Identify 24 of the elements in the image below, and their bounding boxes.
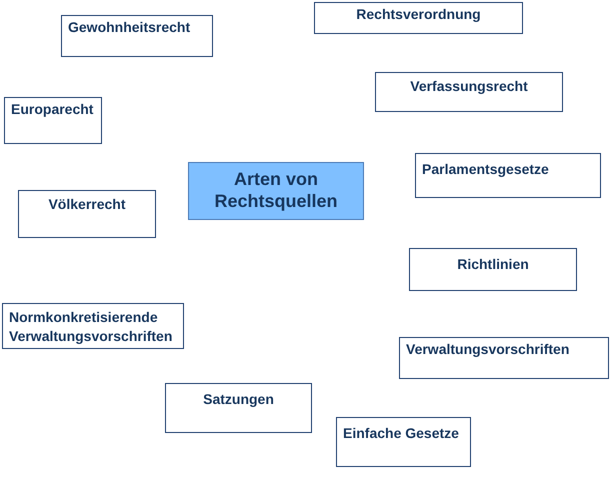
text-box	[2, 303, 184, 349]
node-label: Europarecht	[11, 100, 94, 119]
text-box	[409, 248, 577, 291]
node-label: Verwaltungsvorschriften	[406, 340, 570, 359]
node-label: Verfassungsrecht	[410, 77, 528, 96]
text-box	[18, 190, 156, 238]
node-label: Richtlinien	[457, 255, 529, 274]
text-box	[375, 72, 563, 112]
text-box	[336, 417, 471, 467]
node-label: Einfache Gesetze	[343, 424, 459, 443]
node-label: Satzungen	[203, 390, 274, 409]
text-box	[314, 2, 523, 34]
node-label: Völkerrecht	[48, 195, 126, 214]
text-box	[165, 383, 312, 433]
text-box	[61, 15, 213, 57]
node-label: Gewohnheitsrecht	[68, 18, 190, 37]
text-box	[399, 337, 609, 379]
node-label: Normkonkretisierende Verwaltungsvorschriften	[9, 308, 174, 346]
title-box	[188, 162, 364, 220]
node-label: Rechtsverordnung	[356, 5, 481, 24]
text-box	[415, 153, 601, 198]
node-label: Arten von Rechtsquellen	[213, 168, 339, 212]
text-box	[4, 97, 102, 144]
node-label: Parlamentsgesetze	[422, 160, 549, 179]
